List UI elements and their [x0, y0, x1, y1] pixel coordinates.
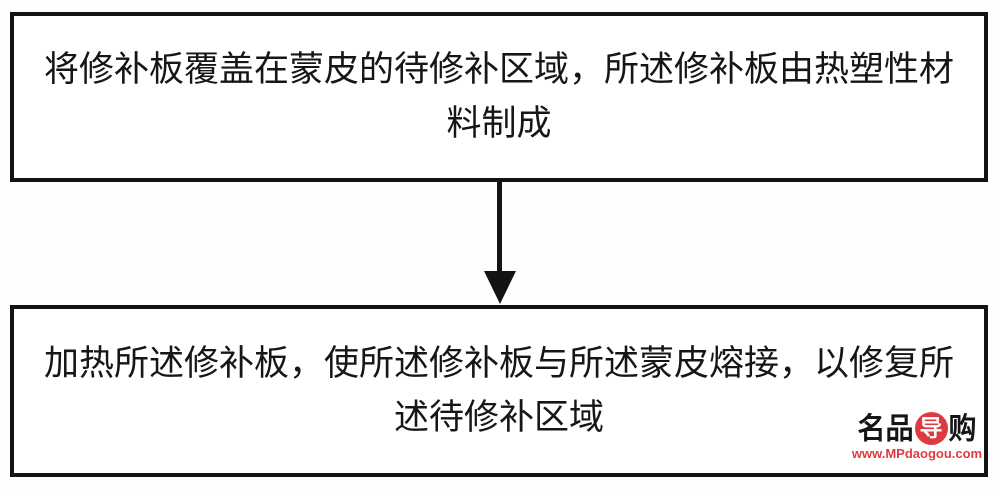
step-1-text-line-1: 将修补板覆盖在蒙皮的待修补区域，所述修补板由热塑性材 [43, 50, 954, 89]
down-arrow-icon [484, 271, 516, 304]
flow-step-2-box: 加热所述修补板，使所述修补板与所述蒙皮熔接，以修复所 述待修补区域 [10, 305, 988, 477]
logo-char-right: 购 [948, 411, 977, 445]
mpdaogou-watermark: 名品 导 购 www.MPdaogou.com [850, 412, 984, 460]
flow-step-1-box: 将修补板覆盖在蒙皮的待修补区域，所述修补板由热塑性材 料制成 [10, 12, 988, 182]
logo-red-circle-icon: 导 [914, 412, 948, 445]
step-2-text-line-2: 述待修补区域 [393, 398, 604, 437]
step-1-text-line-2: 料制成 [446, 104, 552, 143]
connector-arrow-line [497, 182, 502, 274]
step-2-text-line-1: 加热所述修补板，使所述修补板与所述蒙皮熔接，以修复所 [43, 344, 954, 383]
watermark-url: www.MPdaogou.com [851, 446, 983, 461]
logo-chars-left: 名品 [857, 411, 914, 445]
mpdaogou-logo: 名品 导 购 [850, 412, 984, 445]
